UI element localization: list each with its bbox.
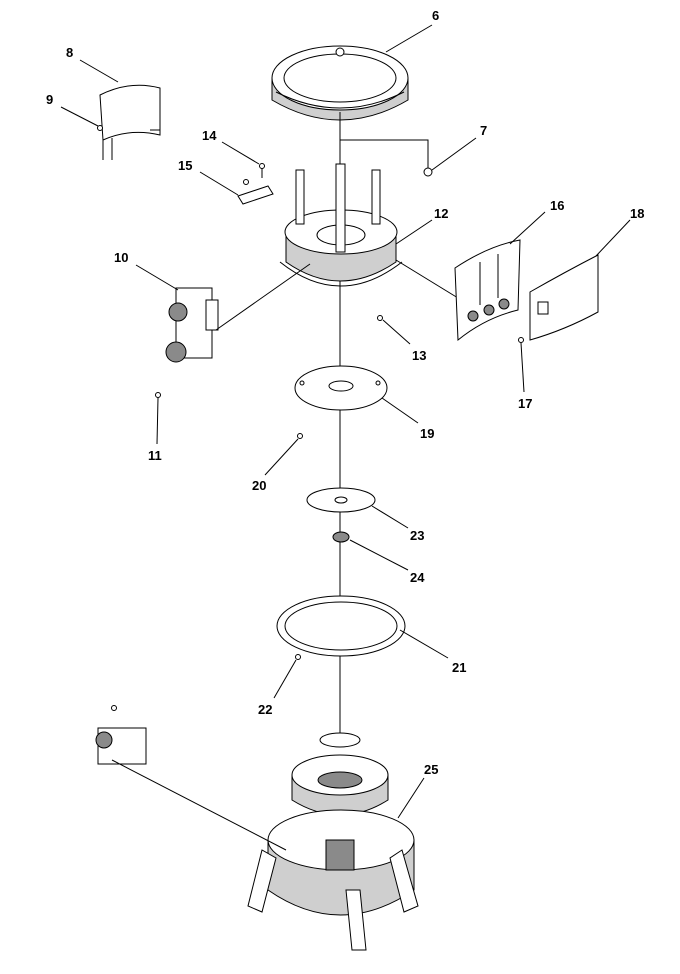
callout-8: 8 xyxy=(66,45,73,60)
callout-20: 20 xyxy=(252,478,266,493)
callout-6-leader xyxy=(385,24,433,53)
callout-17: 17 xyxy=(518,396,532,411)
callout-15: 15 xyxy=(178,158,192,173)
part-19-plate xyxy=(294,365,388,411)
callout-8-leader xyxy=(79,59,119,83)
part-17-screw xyxy=(518,337,524,343)
part-10-switch-assembly xyxy=(165,287,219,363)
callout-9-leader xyxy=(60,106,99,127)
callout-19-leader xyxy=(381,397,419,424)
part-21-ring-inner xyxy=(284,601,398,651)
part-24-washer xyxy=(332,531,350,543)
callout-17-leader xyxy=(520,342,525,393)
callout-9: 9 xyxy=(46,92,53,107)
callout-23-leader xyxy=(371,505,409,529)
callout-21-leader xyxy=(399,629,449,659)
part-7-ball xyxy=(423,167,433,177)
part-18-cover xyxy=(529,254,599,341)
callout-13: 13 xyxy=(412,348,426,363)
part-23-disc-hole xyxy=(334,496,348,504)
callout-22-leader xyxy=(273,659,297,699)
part-6-top-ring xyxy=(271,45,409,121)
part-25-leader xyxy=(111,759,287,851)
callout-10: 10 xyxy=(114,250,128,265)
callout-11: 11 xyxy=(148,448,162,463)
callout-18: 18 xyxy=(630,206,644,221)
callout-16-leader xyxy=(509,211,546,245)
callout-25: 25 xyxy=(424,762,438,777)
callout-7-leader xyxy=(431,137,477,171)
part-25-base-assembly xyxy=(247,732,419,951)
callout-16: 16 xyxy=(550,198,564,213)
callout-24-leader xyxy=(349,539,409,571)
callout-23: 23 xyxy=(410,528,424,543)
callout-12: 12 xyxy=(434,206,448,221)
callout-11-leader xyxy=(156,397,159,445)
part-14-screw xyxy=(259,163,265,178)
callout-14-leader xyxy=(221,141,260,165)
part-15-bracket xyxy=(237,179,274,205)
part-22-screw xyxy=(295,654,301,660)
callout-14: 14 xyxy=(202,128,217,143)
part-12-leader-to-16 xyxy=(395,259,459,299)
callout-18-leader xyxy=(595,219,631,257)
part-8-cover-plate xyxy=(99,84,161,160)
part-16-battery-door xyxy=(454,239,521,342)
callout-24: 24 xyxy=(410,570,425,585)
part-7-leader-path xyxy=(339,112,429,170)
part-13-screw xyxy=(377,315,383,321)
callout-22: 22 xyxy=(258,702,272,717)
part-9-screw xyxy=(97,125,103,131)
part-11-screw xyxy=(155,392,161,398)
callout-6: 6 xyxy=(432,8,439,23)
part-10-leader xyxy=(215,263,311,331)
callout-25-leader xyxy=(397,777,425,819)
callout-10-leader xyxy=(135,264,179,291)
callout-20-leader xyxy=(264,438,299,476)
callout-21: 21 xyxy=(452,660,466,675)
part-20-screw xyxy=(297,433,303,439)
callout-13-leader xyxy=(382,319,411,345)
part-25-side-assembly xyxy=(95,705,147,765)
callout-7: 7 xyxy=(480,123,487,138)
callout-19: 19 xyxy=(420,426,434,441)
part-12-chassis xyxy=(279,163,403,287)
callout-15-leader xyxy=(199,171,239,196)
callout-12-leader xyxy=(395,219,433,245)
